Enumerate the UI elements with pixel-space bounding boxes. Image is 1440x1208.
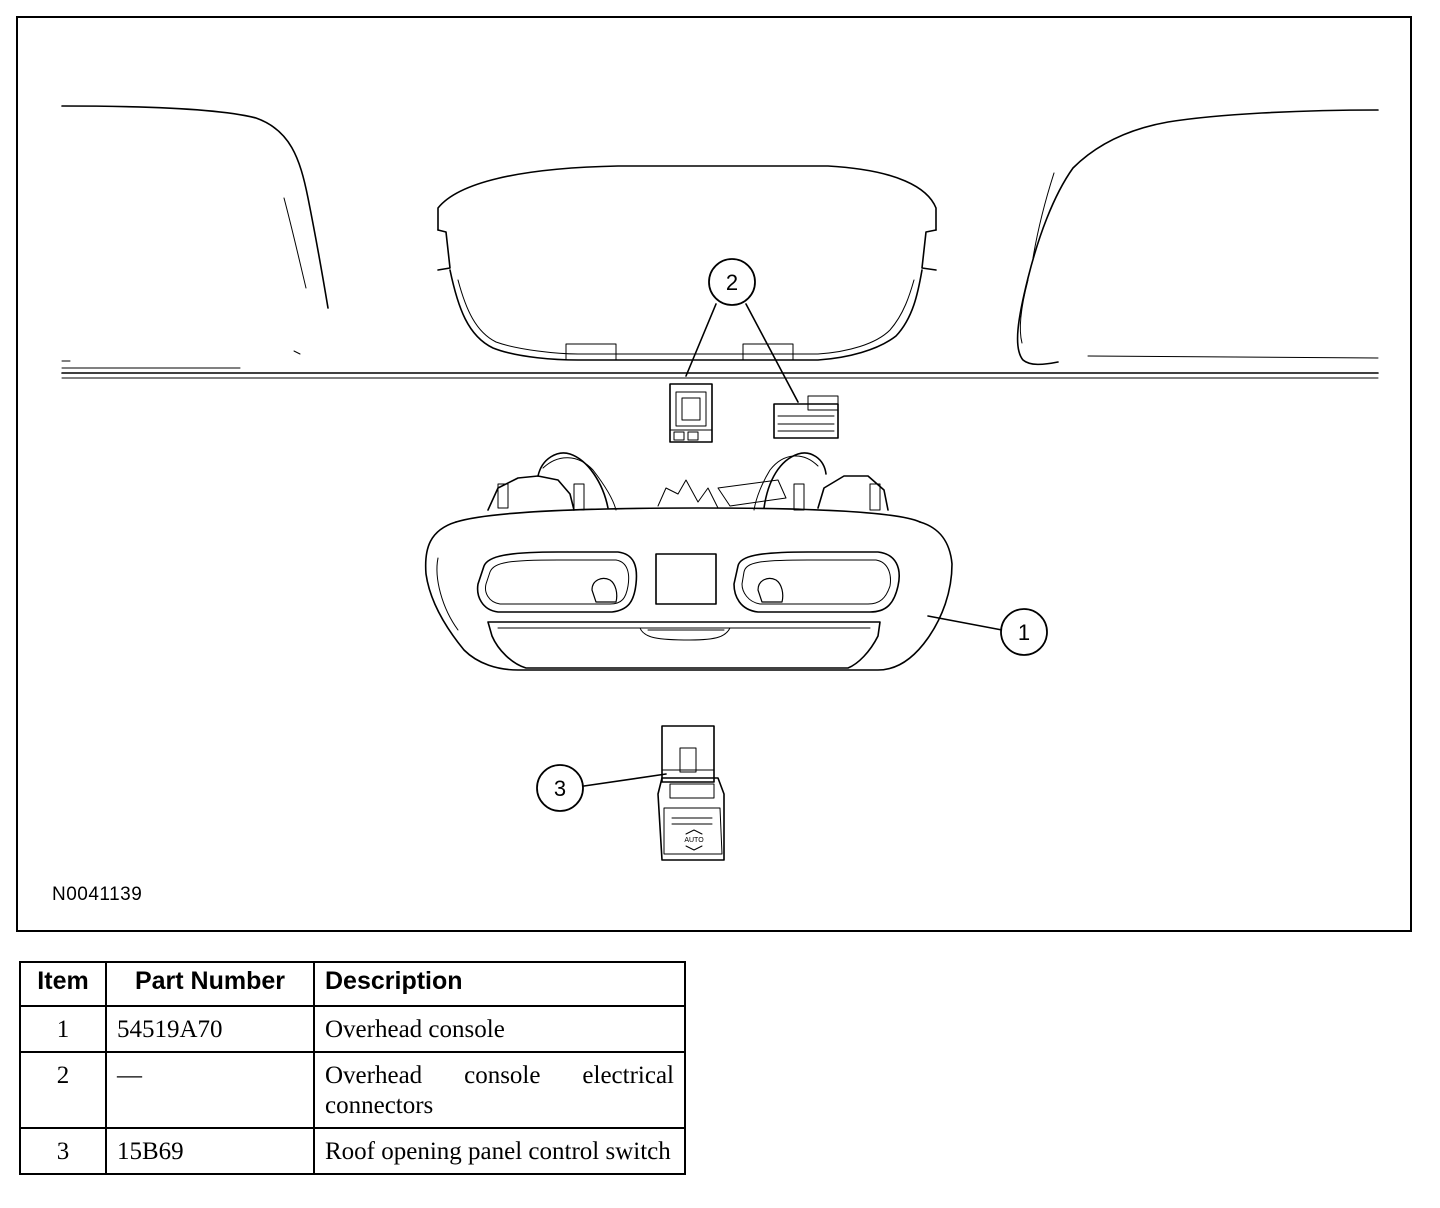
cell-description: Overhead console electrical connectors [313, 1051, 686, 1129]
roof-headliner-edge [61, 350, 1379, 379]
svg-text:1: 1 [1018, 620, 1030, 645]
headliner-console-opening [437, 165, 937, 361]
svg-text:3: 3 [554, 776, 566, 801]
cell-item: 3 [19, 1127, 107, 1175]
cell-part-number: 15B69 [105, 1127, 315, 1175]
callout-3-leader [583, 773, 667, 787]
right-sun-visor-outline [1016, 109, 1379, 366]
parts-table: Item Part Number Description 1 54519A70 … [19, 961, 686, 1175]
overhead-console-exploded-view: 2 1 3 AUTO [61, 105, 1379, 861]
electrical-connector-b [773, 395, 839, 439]
left-sun-visor-outline [61, 105, 329, 309]
callout-2: 2 [708, 258, 756, 306]
cell-part-number: 54519A70 [105, 1005, 315, 1053]
table-header-row: Item Part Number Description [19, 961, 686, 1007]
header-item: Item [19, 961, 107, 1007]
figure-id: N0041139 [52, 884, 143, 905]
callout-1: 1 [1000, 608, 1048, 656]
svg-text:2: 2 [726, 270, 738, 295]
roof-opening-panel-switch [657, 725, 725, 861]
table-row: 1 54519A70 Overhead console [19, 1005, 686, 1053]
cell-part-number: — [105, 1051, 315, 1129]
electrical-connector-a [669, 383, 713, 443]
cell-description: Roof opening panel control switch [313, 1127, 686, 1175]
switch-label: AUTO [684, 837, 704, 844]
diagram-frame: 2 1 3 AUTO N0041139 [16, 16, 1412, 932]
cell-description: Overhead console [313, 1005, 686, 1053]
header-description: Description [313, 961, 686, 1007]
callout-3: 3 [536, 764, 584, 812]
callout-1-leader [927, 615, 1003, 631]
callout-2-leaders [685, 303, 799, 403]
table-row: 3 15B69 Roof opening panel control switc… [19, 1127, 686, 1175]
table-row: 2 — Overhead console electrical connecto… [19, 1051, 686, 1129]
cell-item: 1 [19, 1005, 107, 1053]
cell-item: 2 [19, 1051, 107, 1129]
header-part-number: Part Number [105, 961, 315, 1007]
overhead-console-body [424, 452, 953, 671]
